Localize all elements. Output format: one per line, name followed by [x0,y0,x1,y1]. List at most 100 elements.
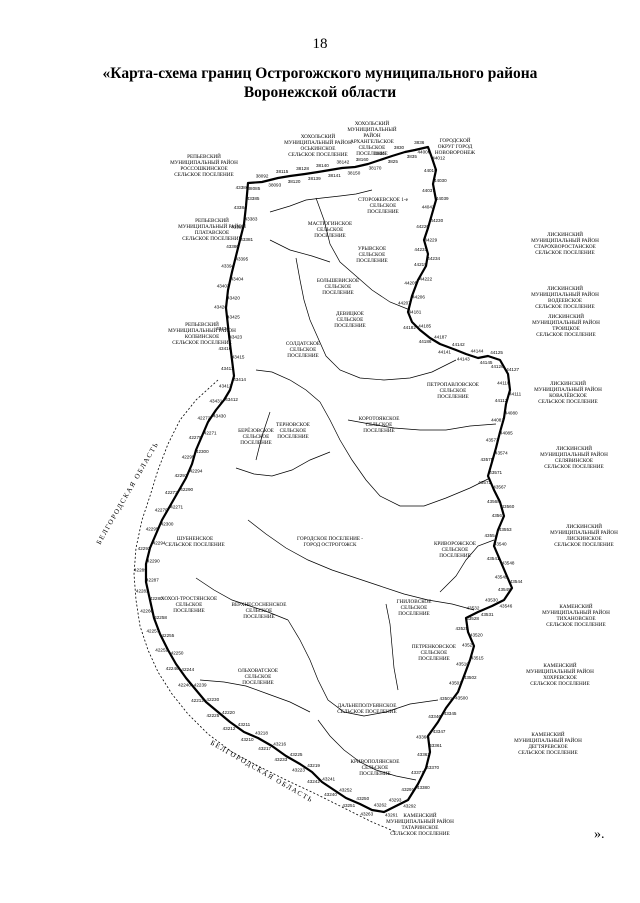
boundary-point-marker [368,807,370,810]
boundary-point-marker [316,776,319,779]
boundary-point-label: 38160 [356,157,369,162]
boundary-point-label: 43572 [478,480,491,485]
boundary-point-label: 38142 [337,159,350,164]
boundary-point-marker [445,345,448,348]
boundary-point-marker [420,147,423,150]
boundary-point-label: 43528 [466,616,479,621]
boundary-point-label: 43573 [486,437,499,442]
boundary-point-marker [234,256,237,259]
boundary-point-marker [496,440,499,443]
boundary-point-marker [501,362,503,365]
boundary-point-label: 43360 [416,734,429,739]
boundary-point-marker [262,180,264,183]
boundary-point-label: 3820 [375,151,386,156]
boundary-point-marker [156,530,159,533]
boundary-point-marker [215,709,218,712]
boundary-point-marker [282,176,284,179]
boundary-point-marker [509,582,512,585]
boundary-point-label: 43575 [481,457,494,462]
boundary-point-marker [391,155,393,157]
boundary-point-label: 43531 [481,612,494,617]
boundary-point-label: 43544 [510,579,523,584]
boundary-point-marker [508,381,510,384]
boundary-point-label: 42272 [198,416,211,421]
boundary-point-marker [504,411,506,413]
inner-boundary-8 [247,519,475,611]
boundary-point-marker [469,636,472,639]
boundary-point-label: 43225 [290,752,303,757]
boundary-point-label: 43381 [240,237,253,242]
boundary-point-marker [434,168,437,171]
boundary-point-marker [464,352,466,355]
boundary-point-label: 38170 [369,166,382,171]
boundary-point-marker [187,680,190,683]
boundary-point-marker [228,336,231,339]
inner-boundary-7 [235,451,331,477]
boundary-point-label: 44142 [452,342,465,347]
boundary-point-label: 43262 [374,803,387,808]
boundary-point-marker [501,564,504,567]
boundary-point-marker [396,804,399,807]
boundary-point-label: 43362 [417,752,430,757]
boundary-point-label: 42255 [162,633,175,638]
inner-boundary-16 [255,411,271,461]
boundary-point-marker [207,420,210,423]
boundary-point-marker [342,167,344,169]
boundary-point-marker [257,737,260,740]
boundary-point-marker [245,197,248,200]
boundary-point-marker [148,549,151,551]
boundary-point-marker [465,617,468,619]
oblast-boundary [133,379,397,833]
boundary-point-marker [332,788,335,791]
boundary-point-marker [454,349,457,351]
boundary-point-marker [302,173,304,176]
inner-boundary-1 [269,189,373,213]
boundary-point-label: 44110 [497,380,510,385]
boundary-point-marker [239,728,242,731]
boundary-point-label: 44207 [398,301,411,306]
boundary-point-marker [185,476,188,479]
boundary-point-marker [229,276,232,279]
boundary-point-marker [246,187,249,189]
boundary-point-marker [312,171,314,174]
boundary-point-marker [231,722,234,725]
boundary-point-label: 44182 [403,325,416,330]
boundary-point-marker [207,703,210,706]
boundary-point-marker [488,479,491,482]
boundary-point-marker [493,357,496,359]
boundary-point-marker [501,599,504,602]
boundary-point-marker [463,674,465,677]
boundary-point-label: 43571 [489,470,502,475]
boundary-point-label: 42295 [182,455,195,460]
boundary-point-label: 43423 [229,335,242,340]
boundary-point-label: 43386 [236,185,249,190]
boundary-point-label: 42246 [166,666,179,671]
boundary-point-label: 43217 [258,746,271,751]
boundary-point-label: 44219 [414,262,427,267]
boundary-point-marker [438,718,441,721]
boundary-point-marker [431,158,434,161]
boundary-point-label: 44234 [427,256,440,261]
boundary-point-label: 42271 [204,430,217,435]
boundary-point-label: 42270 [189,435,202,440]
boundary-point-marker [145,579,147,581]
boundary-point-marker [492,488,495,491]
boundary-point-marker [425,246,428,249]
boundary-point-marker [161,637,164,640]
boundary-point-label: 43520 [470,633,483,638]
boundary-point-label: 43424 [216,326,229,331]
boundary-point-label: 43384 [234,205,247,210]
boundary-point-marker [192,458,195,460]
boundary-point-label: 38128 [296,166,309,171]
boundary-point-label: 44042 [422,205,435,210]
